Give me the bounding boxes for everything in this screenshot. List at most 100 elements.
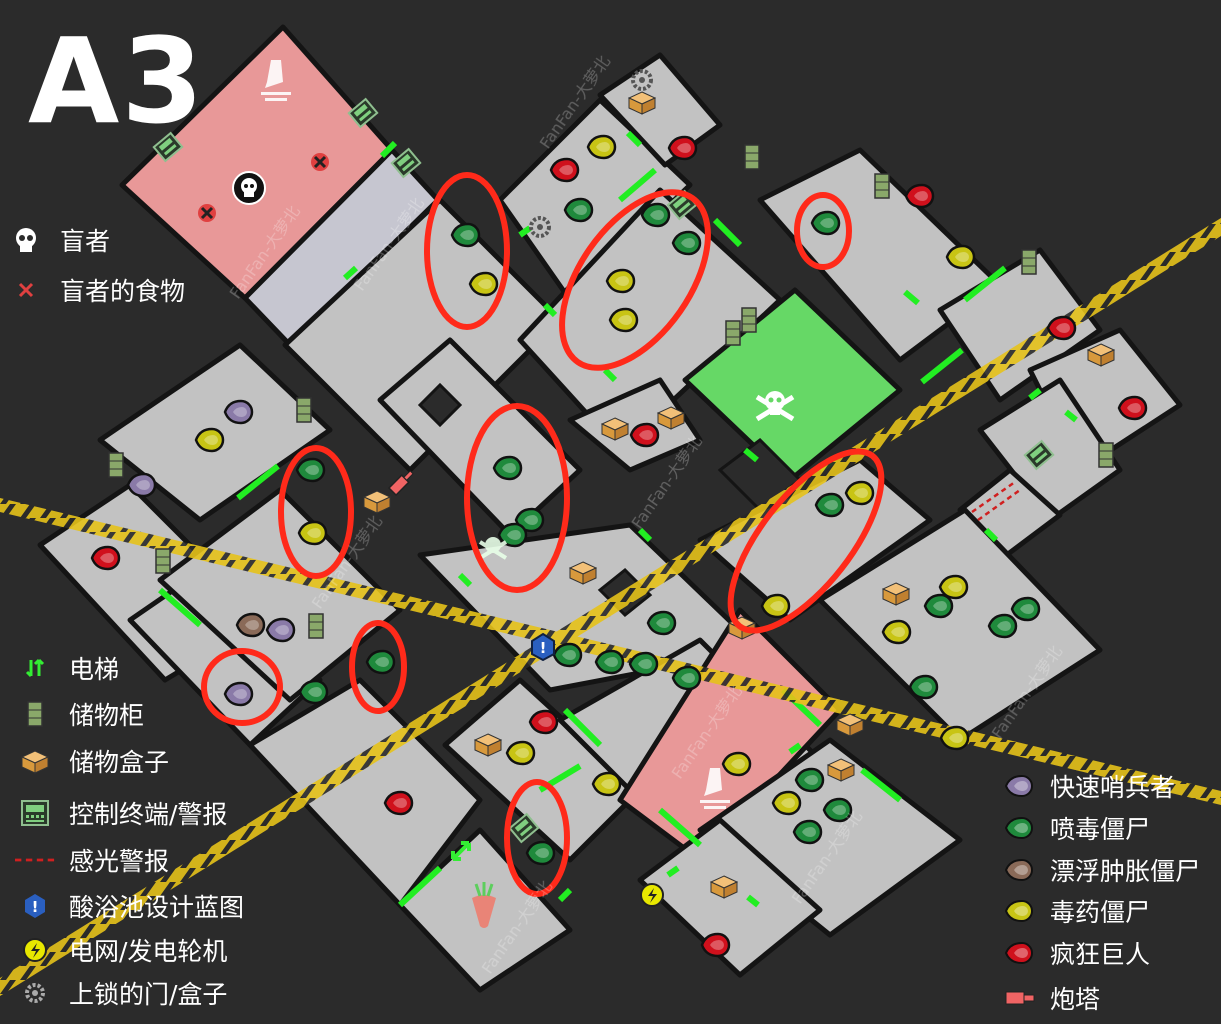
locked-gear-icon (631, 69, 653, 91)
giant-marker-icon (383, 790, 414, 816)
storage-box-icon (835, 713, 865, 737)
legend-label: 电网/发电轮机 (69, 937, 228, 966)
green-marker-icon (1000, 812, 1040, 844)
red-x-icon (6, 274, 46, 306)
yellow-marker-icon (1000, 895, 1040, 927)
spitter-zombie-marker-icon (497, 522, 528, 548)
poison-zombie-marker-icon (586, 134, 617, 160)
poison-zombie-marker-icon (938, 574, 969, 600)
svg-text:!: ! (32, 898, 39, 916)
spitter-zombie-marker-icon (450, 222, 481, 248)
spitter-zombie-marker-icon (1010, 596, 1041, 622)
rooms (37, 24, 1183, 993)
legend-item: 炮塔 (1000, 980, 1100, 1016)
generator-icon (15, 934, 55, 966)
highlight-ring (794, 192, 852, 270)
locker-icon (741, 307, 757, 333)
spitter-zombie-marker-icon (923, 593, 954, 619)
poison-zombie-marker-icon (591, 771, 622, 797)
poison-zombie-marker-icon (605, 268, 636, 294)
legend-label: 疯狂巨人 (1050, 940, 1151, 969)
locked-gear-icon (529, 216, 551, 238)
legend-item: ! 酸浴池设计蓝图 (15, 888, 244, 924)
enemy-markers (90, 134, 1148, 958)
brown-marker-icon (1000, 854, 1040, 886)
storage-box-icon (826, 758, 856, 782)
legend-label: 盲者 (60, 227, 111, 256)
giant-marker-icon (904, 183, 935, 209)
storage-box-icon (362, 490, 392, 514)
legend-item: 盲者的食物 (6, 272, 185, 308)
svg-text:!: ! (540, 639, 547, 657)
legend-item: 储物柜 (15, 696, 144, 732)
locker-icon (1098, 442, 1114, 468)
storage-box-icon (709, 875, 739, 899)
spitter-zombie-marker-icon (814, 492, 845, 518)
map-icons: ! (198, 60, 795, 928)
legend-item: 感光警报 (15, 842, 169, 878)
spitter-zombie-marker-icon (525, 840, 556, 866)
generator-icon (640, 883, 664, 907)
blueprint-icon: ! (531, 632, 555, 662)
giant-marker-icon (700, 932, 731, 958)
fast-scout-marker-icon (126, 472, 157, 498)
legend-label: 感光警报 (69, 847, 170, 876)
legend-label: 储物盒子 (69, 748, 170, 777)
highlight-ring (201, 648, 283, 726)
poison-zombie-marker-icon (760, 593, 791, 619)
storage-box-icon (473, 733, 503, 757)
highlight-ring (504, 779, 570, 897)
legend-item: 电网/发电轮机 (15, 932, 227, 968)
legend-item: 快速哨兵者 (1000, 768, 1175, 804)
legend-item: 喷毒僵尸 (1000, 810, 1150, 846)
locker-icon (744, 144, 760, 170)
poison-zombie-marker-icon (505, 740, 536, 766)
blueprint-icon: ! (15, 890, 55, 922)
highlight-ring (278, 445, 354, 579)
terminal-icon (1023, 439, 1055, 471)
spitter-zombie-marker-icon (792, 819, 823, 845)
toxic-skull-icon (755, 391, 795, 422)
room-top-mid (497, 97, 693, 303)
fast-scout-marker-icon (265, 617, 296, 643)
footprint-icon (700, 768, 730, 809)
locker-icon (308, 613, 324, 639)
locker-icon (296, 397, 312, 423)
poison-zombie-marker-icon (721, 751, 752, 777)
legend-label: 炮塔 (1050, 985, 1101, 1014)
terminal-icon (390, 147, 422, 179)
purple-marker-icon (1000, 770, 1040, 802)
terminal-icon (508, 812, 540, 844)
locker-icon (725, 320, 741, 346)
legend-label: 喷毒僵尸 (1050, 815, 1151, 844)
giant-marker-icon (1117, 395, 1148, 421)
map-title: A3 (28, 12, 206, 150)
blind-skull-icon (232, 171, 266, 205)
spitter-zombie-marker-icon (794, 767, 825, 793)
storage-box-icon (15, 745, 55, 777)
bloater-marker-icon (235, 612, 266, 638)
spitter-zombie-marker-icon (298, 679, 329, 705)
laser-alarm-icon (15, 844, 55, 876)
highlight-ring (727, 448, 885, 634)
terminal-icon (347, 97, 379, 129)
legend-item: 毒药僵尸 (1000, 893, 1150, 929)
spitter-zombie-marker-icon (594, 649, 625, 675)
spitter-zombie-marker-icon (671, 230, 702, 256)
giant-marker-icon (629, 422, 660, 448)
footprint-icon (261, 60, 291, 101)
legend-item: 电梯 (15, 650, 119, 686)
locker-icon (155, 548, 171, 574)
giant-marker-icon (1046, 315, 1077, 341)
fast-scout-marker-icon (223, 681, 254, 707)
fast-scout-marker-icon (223, 399, 254, 425)
legend-label: 酸浴池设计蓝图 (69, 893, 245, 922)
legend-item: 疯狂巨人 (1000, 935, 1150, 971)
storage-box-icon (1086, 343, 1116, 367)
poison-zombie-marker-icon (939, 725, 970, 751)
poison-zombie-marker-icon (945, 244, 976, 270)
legend-label: 快速哨兵者 (1050, 773, 1176, 802)
spitter-zombie-marker-icon (987, 613, 1018, 639)
